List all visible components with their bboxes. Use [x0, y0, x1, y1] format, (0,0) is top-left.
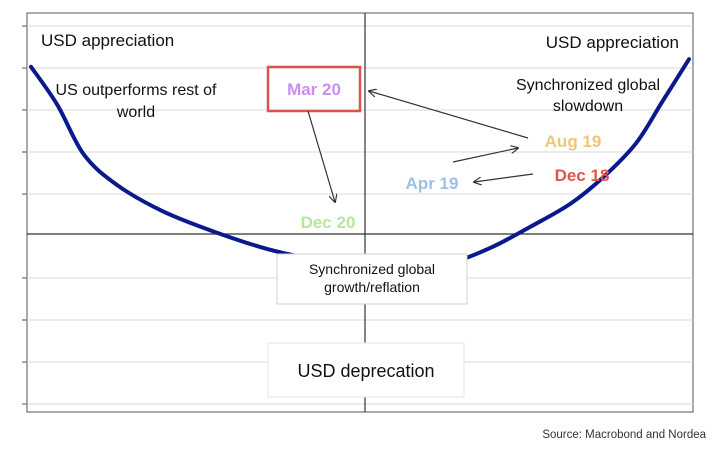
annotation-mar20: Mar 20: [287, 80, 341, 99]
regime-label-center-2: growth/reflation: [324, 279, 420, 295]
regime-label-left-1: US outperforms rest of: [56, 82, 218, 99]
regime-label-right-2: slowdown: [553, 98, 623, 115]
deprecation-box: [267, 342, 465, 398]
y-ticks: [22, 25, 27, 405]
quadrant-label-top-right: USD appreciation: [546, 33, 679, 52]
arrow-mar20-to-dec20: [307, 110, 335, 202]
quadrant-label-top-left: USD appreciation: [41, 31, 174, 50]
annotation-dec20: Dec 20: [301, 213, 356, 232]
annotation-aug19: Aug 19: [545, 132, 602, 151]
annotation-dec18: Dec 18: [555, 166, 610, 185]
regime-label-right-1: Synchronized global: [516, 77, 660, 94]
arrow-aug19-to-mar20: [369, 91, 529, 139]
quadrant-label-bottom: USD deprecation: [297, 361, 434, 381]
arrow-apr19-to-aug19: [452, 148, 518, 163]
annotation-apr19: Apr 19: [406, 174, 459, 193]
reflation-box: [276, 253, 468, 305]
annotation-highlight-box: [266, 65, 362, 113]
arrow-dec18-to-apr19: [474, 173, 534, 182]
regime-label-left-2: world: [116, 104, 155, 121]
regime-label-center-1: Synchronized global: [309, 261, 435, 277]
source-note: Source: Macrobond and Nordea: [542, 429, 706, 441]
